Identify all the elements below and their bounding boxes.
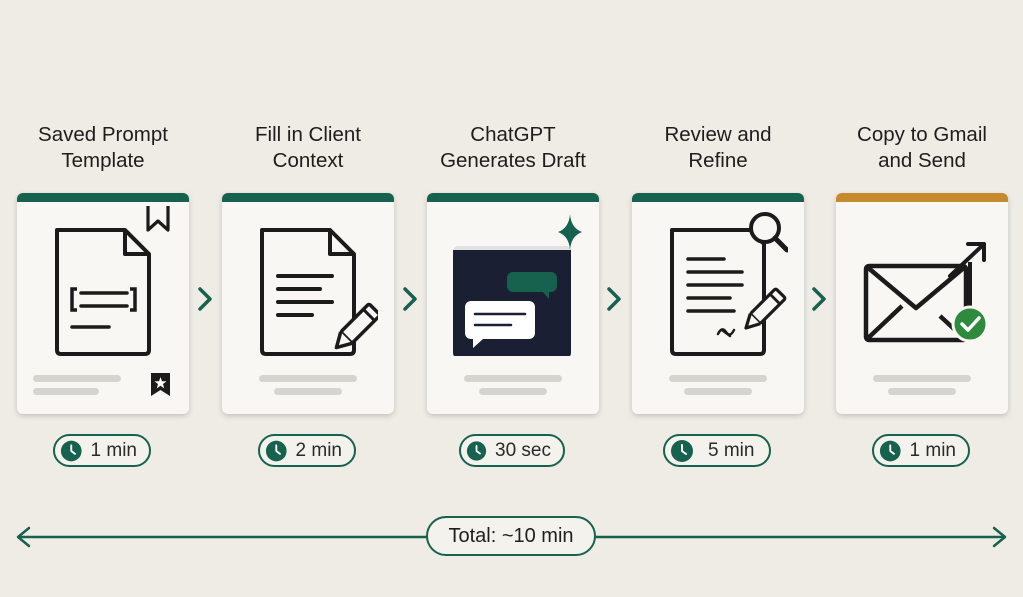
placeholder-line [274,388,342,395]
time-label: 5 min [708,439,755,461]
time-badge: 5 min [663,434,771,467]
time-label: 2 min [295,439,342,461]
star-bookmark-icon [151,373,170,396]
placeholder-line [684,388,752,395]
step-title: Fill in Client Context [255,123,361,172]
time-badge: 30 sec [459,434,565,467]
chevron-right-icon [812,287,826,311]
placeholder-line [259,375,357,382]
card-accent-bar [17,193,189,202]
time-label: 1 min [90,439,137,461]
placeholder-line [669,375,767,382]
placeholder-line [888,388,956,395]
step-title: Copy to Gmail and Send [857,123,987,172]
time-badge: 2 min [258,434,356,467]
clock-icon [671,439,693,462]
placeholder-line [33,375,121,382]
placeholder-line [873,375,971,382]
card-accent-bar [632,193,804,202]
card-accent-bar [222,193,394,202]
step-title: Review and Refine [664,123,772,172]
document-pencil-icon [260,228,378,356]
time-label: 30 sec [495,439,551,461]
step-card [632,193,804,414]
chevron-right-icon [198,287,212,311]
placeholder-line [479,388,547,395]
placeholder-line [464,375,562,382]
card-accent-bar [836,193,1008,202]
clock-icon [466,440,487,461]
step-card [427,193,599,414]
clock-icon [60,440,82,461]
clock-icon [265,440,287,461]
document-magnifier-icon [670,212,788,356]
clock-icon [879,440,901,461]
step-title: Saved Prompt Template [38,123,168,172]
card-accent-bar [427,193,599,202]
step-title: ChatGPT Generates Draft [440,123,586,172]
step-card [222,193,394,414]
placeholder-line [33,388,99,395]
document-bookmark-icon [55,206,170,356]
chat-window-sparkle-icon [453,214,582,356]
step-card [836,193,1008,414]
step-card [17,193,189,414]
chevron-right-icon [403,287,417,311]
envelope-send-check-icon [863,242,989,343]
time-badge: 1 min [53,434,151,467]
chevron-right-icon [607,287,621,311]
total-time-badge: Total: ~10 min [426,516,596,556]
time-label: 1 min [909,439,956,461]
time-badge: 1 min [872,434,970,467]
